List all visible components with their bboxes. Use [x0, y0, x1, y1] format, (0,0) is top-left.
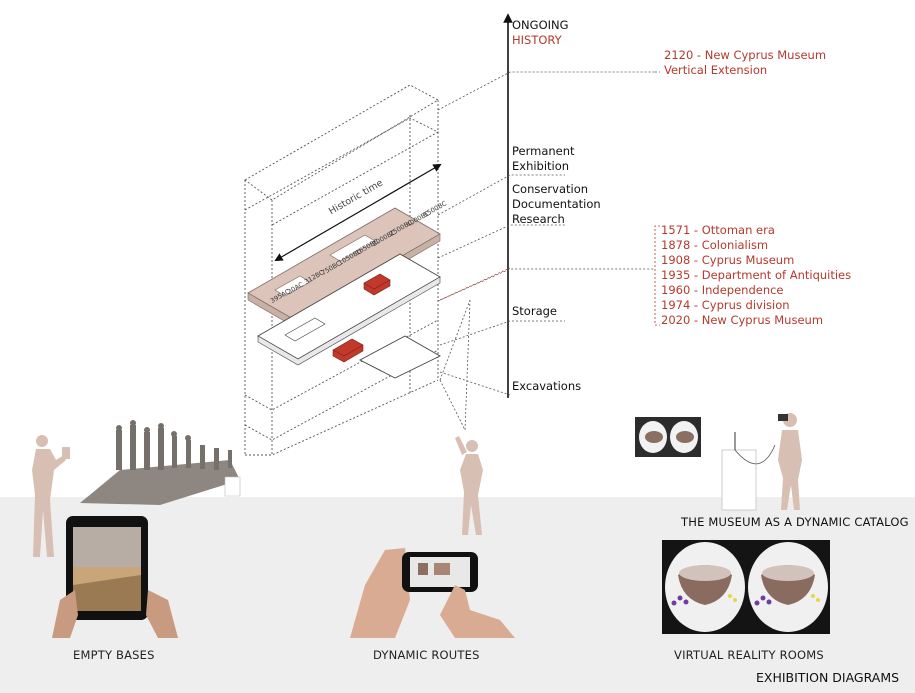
visitor-photo-figure — [455, 436, 483, 535]
visitor-tablet-figure — [32, 435, 70, 557]
timeline-list: 1571 - Ottoman era 1878 - Colonialism 19… — [661, 223, 851, 328]
storage-block-upper — [363, 273, 391, 296]
level-line: Excavations — [512, 379, 582, 393]
level-excavations: Excavations — [512, 379, 581, 394]
level-line: Permanent — [512, 144, 575, 158]
level-storage: Storage — [512, 304, 557, 319]
caption-vr-rooms: VIRTUAL REALITY ROOMS — [674, 648, 824, 662]
timeline-entry: 1908 - Cyprus Museum — [661, 253, 795, 267]
figure-title: EXHIBITION DIAGRAMS — [756, 670, 900, 685]
level-line: Documentation — [512, 197, 601, 211]
level-conservation: Conservation Documentation Research — [512, 182, 601, 227]
timeline-entry: 1878 - Colonialism — [661, 238, 769, 252]
vr-pedestal — [721, 432, 776, 511]
storage-block-lower — [332, 338, 364, 363]
historic-time-arrow — [274, 163, 442, 262]
caption-empty-bases: EMPTY BASES — [73, 648, 155, 662]
tablet-device — [52, 516, 178, 638]
timeline-entry: 2020 - New Cyprus Museum — [661, 313, 824, 327]
level-permanent-exhibition: Permanent Exhibition — [512, 144, 575, 174]
axis-title-ongoing: ONGOING — [512, 18, 569, 32]
axis-title-history: HISTORY — [512, 33, 562, 47]
level-line: Storage — [512, 304, 557, 318]
leader-lines — [437, 71, 660, 431]
axis-title: ONGOING HISTORY — [512, 18, 569, 48]
future-extension: 2120 - New Cyprus Museum Vertical Extens… — [664, 48, 826, 78]
future-line: Vertical Extension — [664, 63, 768, 77]
timeline-entry: 1935 - Department of Antiquities — [661, 268, 852, 282]
caption-dynamic-routes: DYNAMIC ROUTES — [373, 648, 480, 662]
timeline-bracket — [654, 225, 660, 326]
storage-floor — [257, 253, 441, 366]
timeline-entry: 1960 - Independence — [661, 283, 784, 297]
timeline-entry: 1974 - Cyprus division — [661, 298, 790, 312]
vr-headset-view — [662, 540, 830, 634]
level-line: Conservation — [512, 182, 589, 196]
phone-device — [350, 548, 515, 638]
level-line: Research — [512, 212, 565, 226]
caption-dynamic-catalog: THE MUSEUM AS A DYNAMIC CATALOG — [681, 515, 909, 529]
future-line: 2120 - New Cyprus Museum — [664, 48, 827, 62]
timeline-entry: 1571 - Ottoman era — [661, 223, 775, 237]
statue-field — [80, 420, 241, 505]
vr-visitor-figure — [778, 413, 802, 510]
vr-preview-small — [635, 417, 701, 457]
level-line: Exhibition — [512, 159, 570, 173]
storage-accent-line — [439, 267, 511, 301]
excavation-floor — [359, 335, 441, 379]
